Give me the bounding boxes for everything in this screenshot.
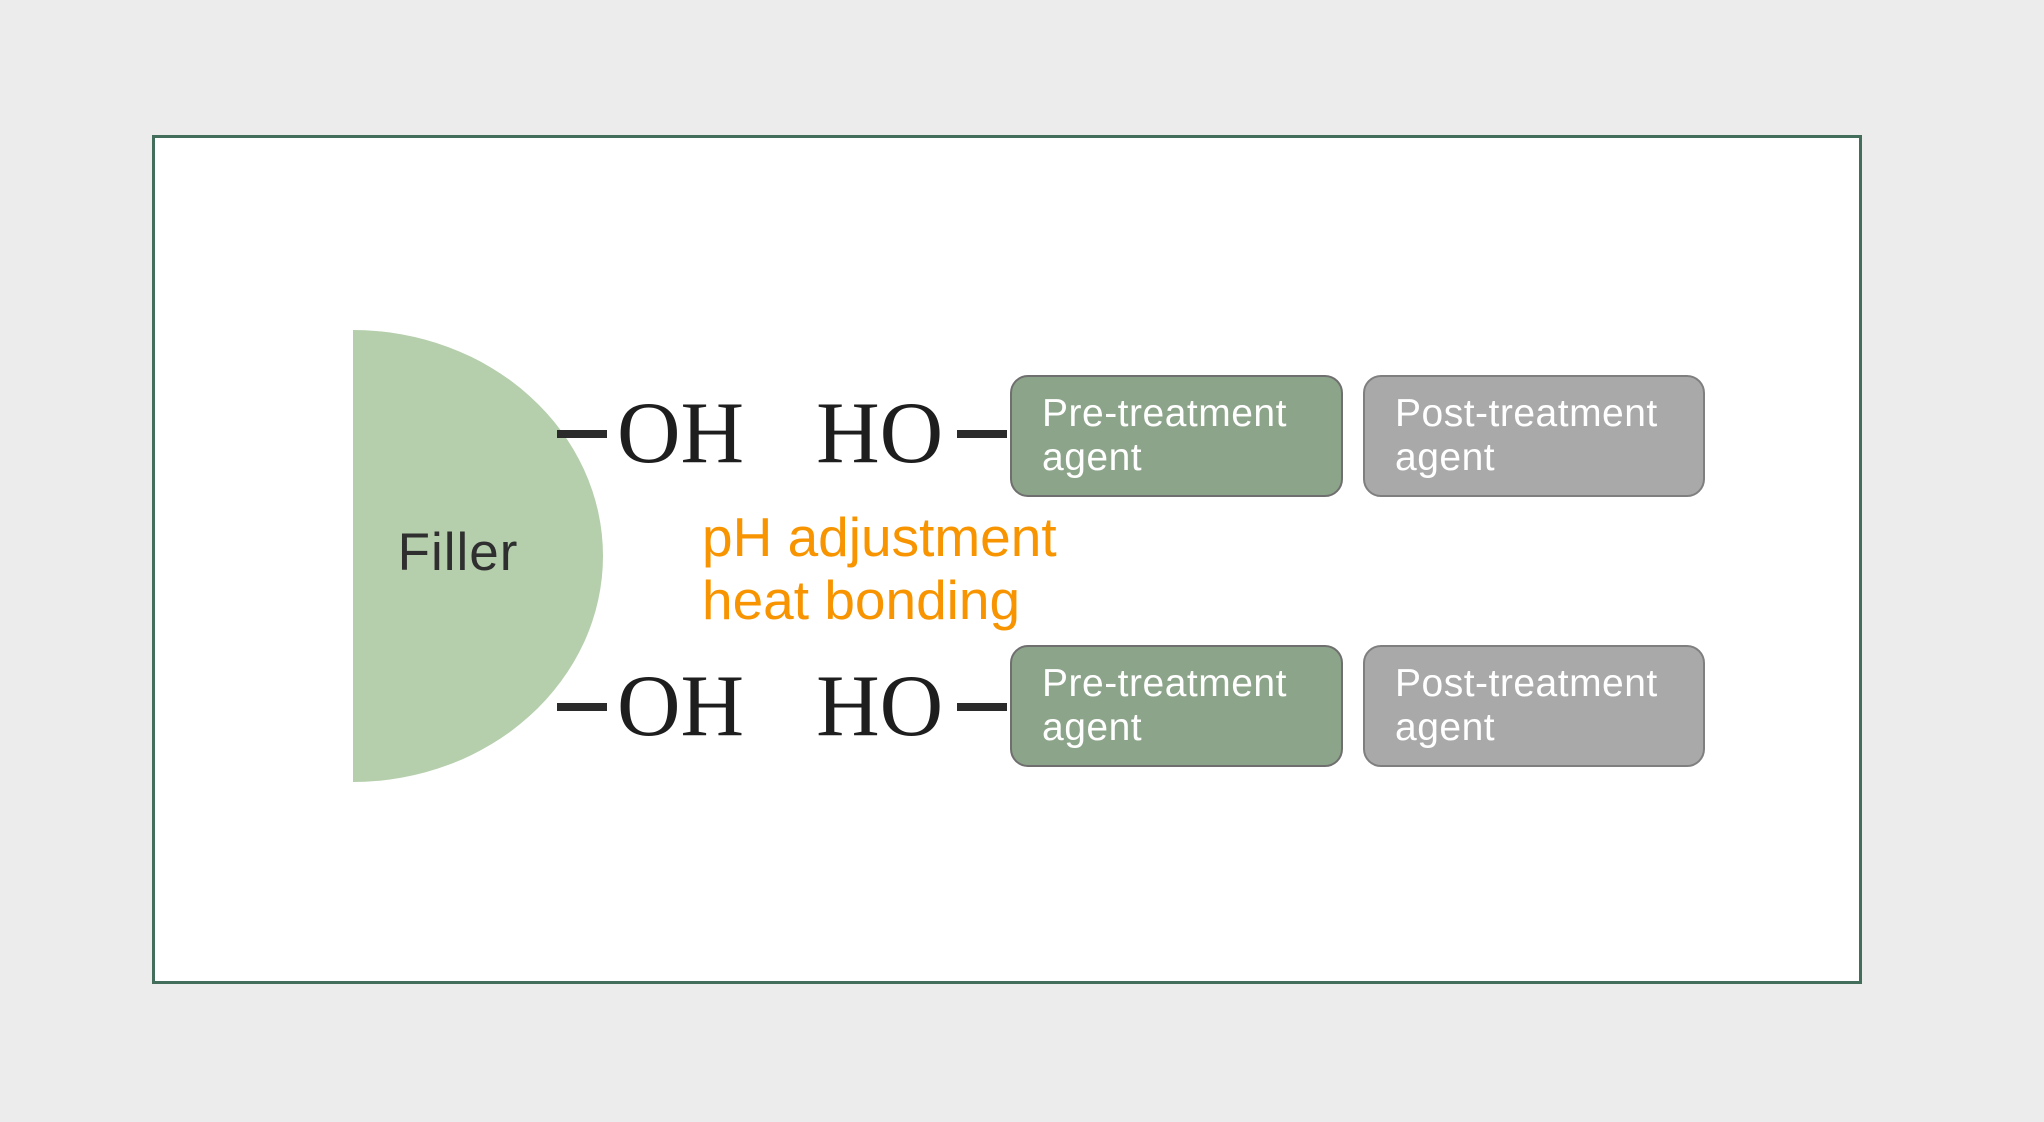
pre-treatment-agent-label-line2: agent	[1042, 706, 1143, 749]
process-annotation: pH adjustment heat bonding	[702, 506, 1057, 632]
pre-treatment-agent-label-line1: Pre-treatment	[1042, 392, 1287, 435]
hydroxyl-ho-label: HO	[816, 385, 944, 482]
post-treatment-agent-label-line2: agent	[1395, 436, 1496, 479]
post-treatment-agent-label-line1: Post-treatment	[1395, 392, 1658, 435]
diagram-panel: Filler OH HO OH HO pH adjustment heat bo…	[152, 135, 1862, 984]
heat-bonding-label: heat bonding	[702, 569, 1021, 631]
bond-line-icon	[557, 430, 607, 438]
bond-line-icon	[957, 430, 1008, 438]
bond-line-icon	[957, 703, 1008, 711]
filler-label: Filler	[397, 523, 519, 582]
post-treatment-agent-box: Post-treatment agent	[1363, 645, 1705, 767]
hydroxyl-oh-label: OH	[617, 385, 745, 482]
post-treatment-agent-label-line1: Post-treatment	[1395, 662, 1658, 705]
pre-treatment-agent-label-line1: Pre-treatment	[1042, 662, 1287, 705]
pre-treatment-agent-box: Pre-treatment agent	[1010, 375, 1343, 497]
hydroxyl-ho-label: HO	[816, 658, 944, 755]
ph-adjustment-label: pH adjustment	[702, 506, 1057, 568]
bond-row-bottom: OH HO	[557, 647, 1027, 767]
bond-row-top: OH HO	[557, 374, 1027, 494]
post-treatment-agent-box: Post-treatment agent	[1363, 375, 1705, 497]
bond-line-icon	[557, 703, 607, 711]
pre-treatment-agent-label-line2: agent	[1042, 436, 1143, 479]
post-treatment-agent-label-line2: agent	[1395, 706, 1496, 749]
pre-treatment-agent-box: Pre-treatment agent	[1010, 645, 1343, 767]
hydroxyl-oh-label: OH	[617, 658, 745, 755]
